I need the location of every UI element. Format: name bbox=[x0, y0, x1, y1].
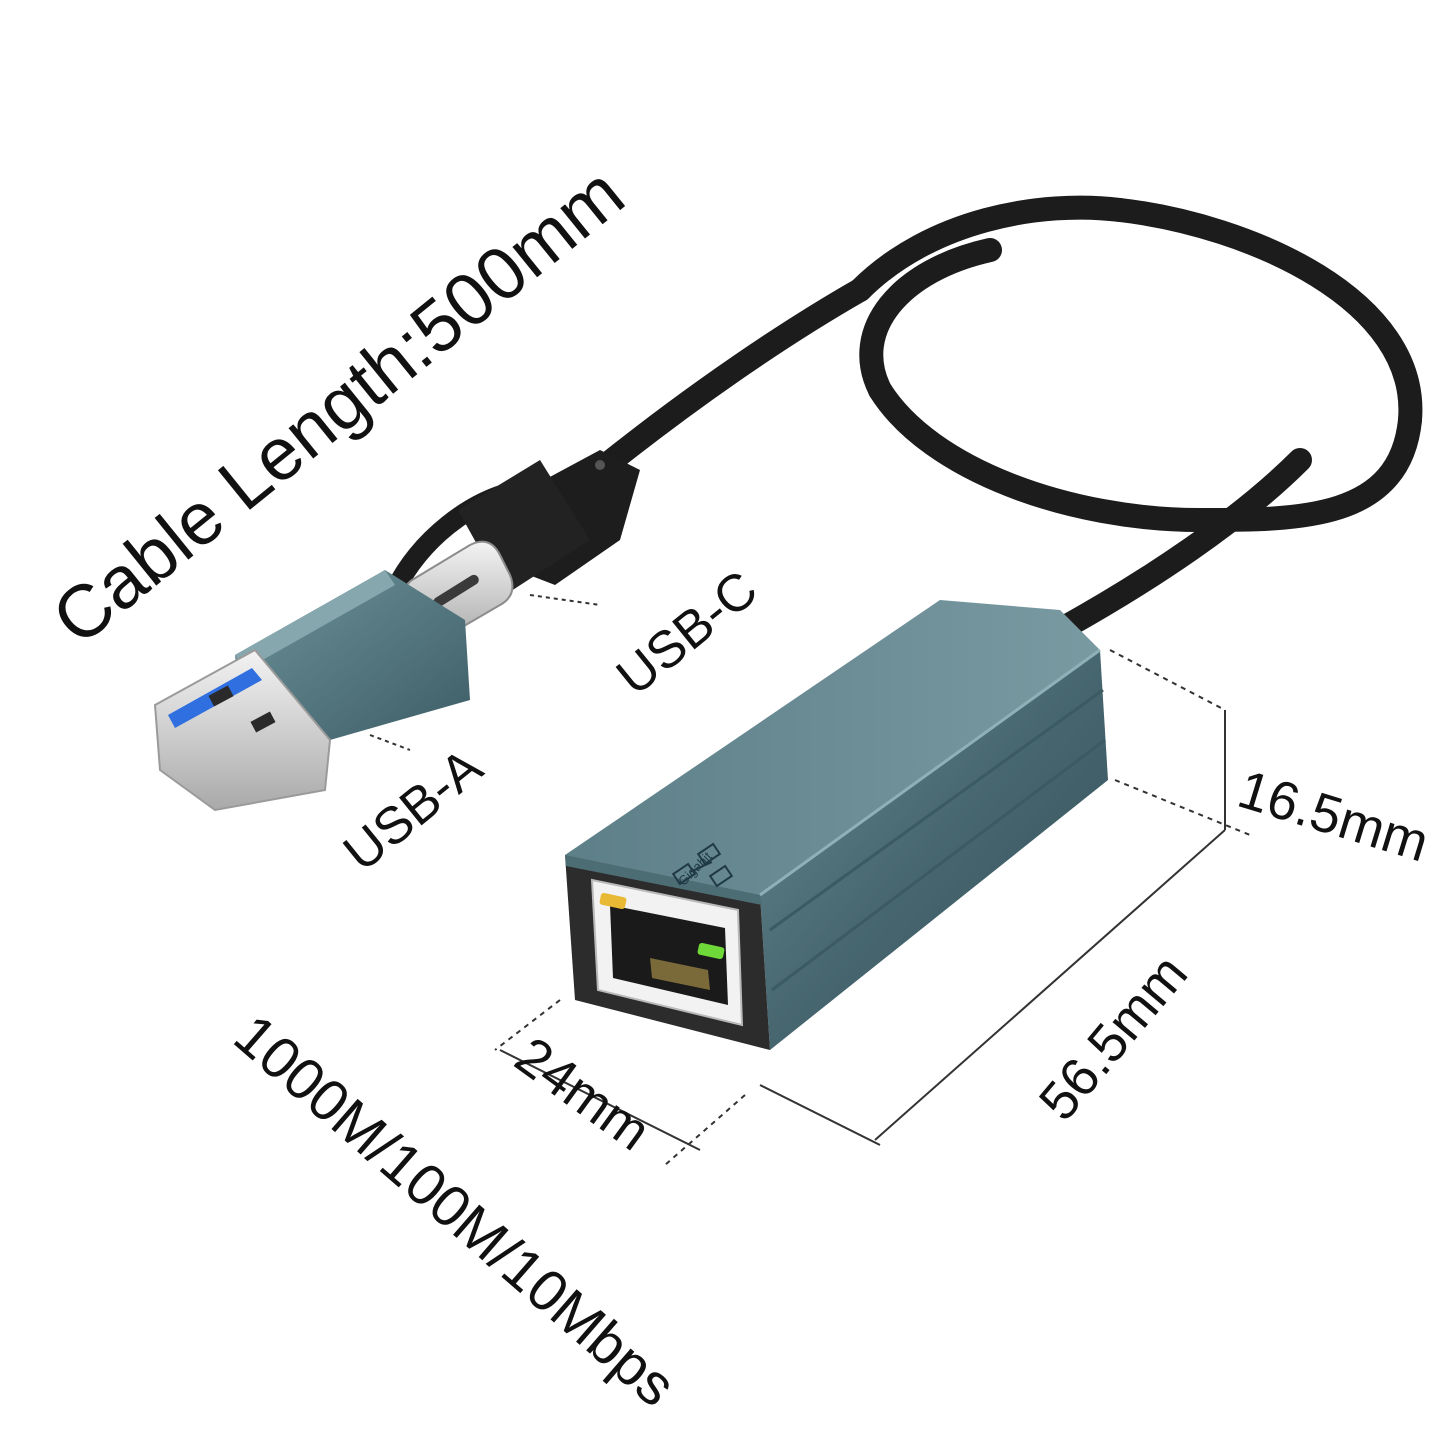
led-yellow-icon bbox=[599, 892, 627, 910]
led-green-icon bbox=[697, 942, 725, 960]
cable bbox=[588, 195, 1423, 642]
usb-a-plug bbox=[153, 570, 470, 812]
rj45-port bbox=[590, 878, 744, 1027]
network-icon bbox=[671, 842, 734, 888]
dimension-lines bbox=[369, 594, 1251, 1166]
